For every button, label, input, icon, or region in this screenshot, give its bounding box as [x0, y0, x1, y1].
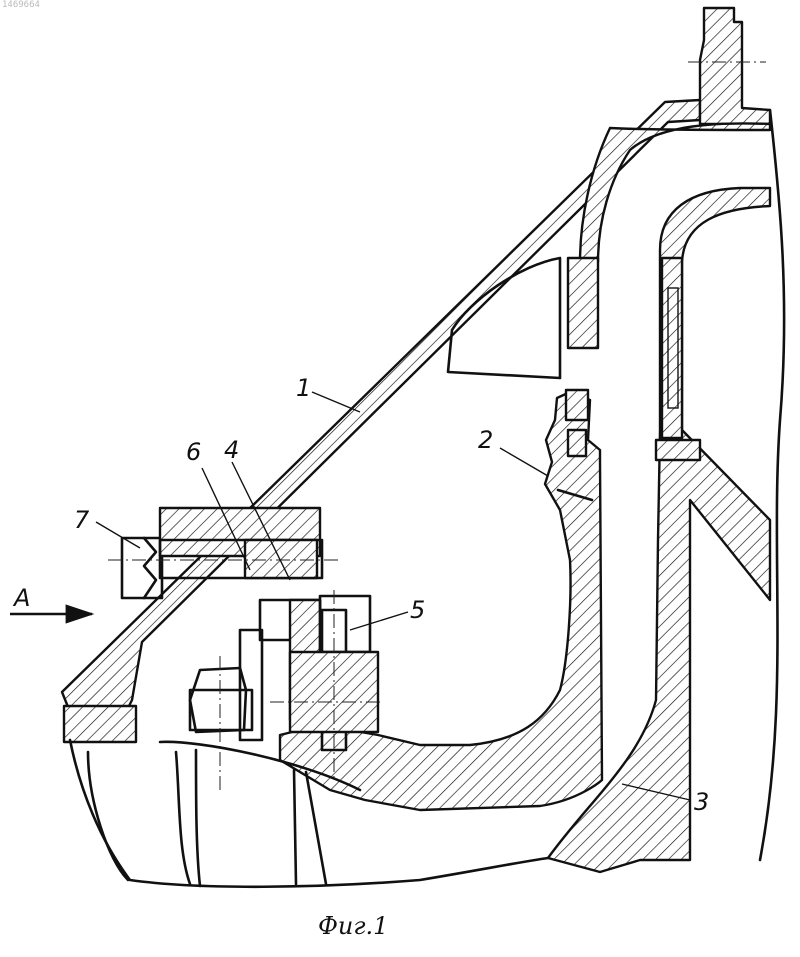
label-part-1: 1: [296, 376, 311, 400]
label-arrow-a: А: [14, 586, 30, 610]
label-part-5: 5: [410, 598, 425, 622]
top-flange: [688, 8, 770, 124]
label-part-2: 2: [478, 428, 493, 452]
document-id: 1469664: [2, 0, 40, 10]
label-part-7: 7: [74, 508, 89, 532]
label-part-3: 3: [694, 790, 709, 814]
figure-caption: Фиг.1: [318, 912, 388, 940]
label-part-6: 6: [186, 440, 201, 464]
label-part-4: 4: [224, 438, 239, 462]
nut-assembly: [64, 630, 262, 790]
